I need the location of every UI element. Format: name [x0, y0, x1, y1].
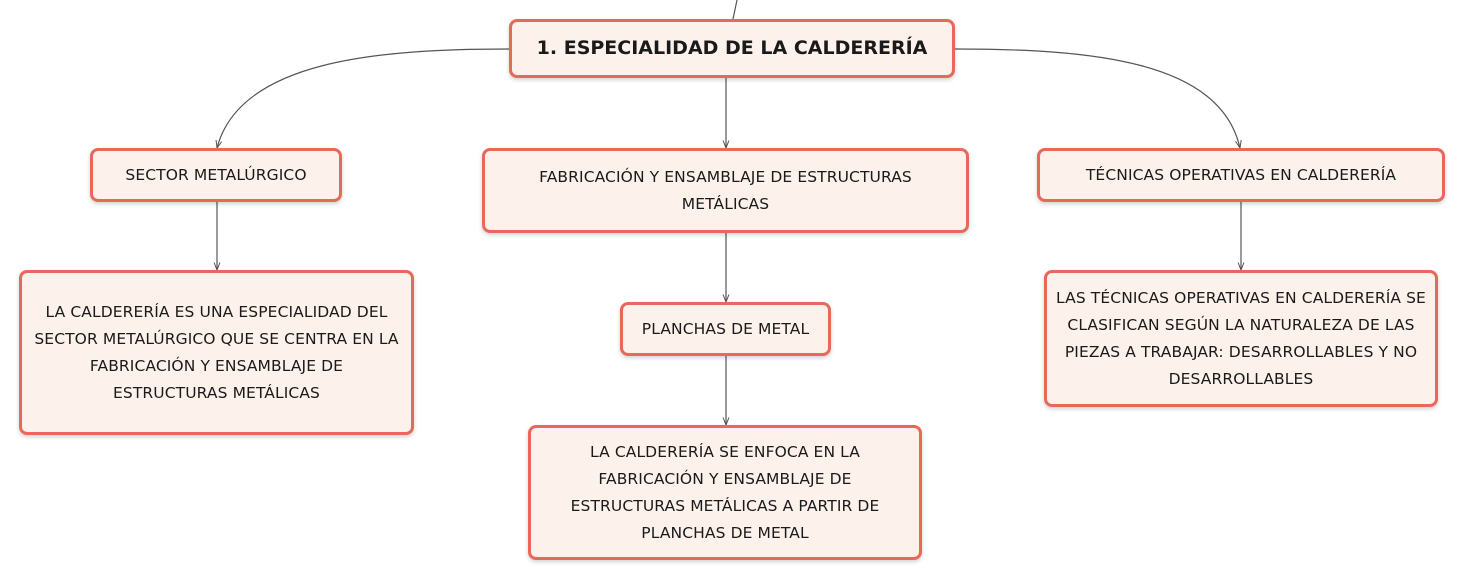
- connector-root-sector: [217, 48, 510, 148]
- description-node-planchas-de-metal[interactable]: LA CALDERERÍA SE ENFOCA EN LA FABRICACIÓ…: [528, 425, 922, 560]
- description-node-tecnicas-operativas[interactable]: LAS TÉCNICAS OPERATIVAS EN CALDERERÍA SE…: [1044, 270, 1438, 407]
- branch-node-label: SECTOR METALÚRGICO: [125, 165, 307, 184]
- root-node[interactable]: 1. ESPECIALIDAD DE LA CALDERERÍA: [509, 19, 955, 78]
- connector-root-tecnicas: [954, 48, 1240, 148]
- subtopic-node-label: PLANCHAS DE METAL: [641, 319, 810, 338]
- branch-node-label: TÉCNICAS OPERATIVAS EN CALDERERÍA: [1085, 165, 1397, 184]
- branch-node-tecnicas-operativas[interactable]: TÉCNICAS OPERATIVAS EN CALDERERÍA: [1037, 148, 1445, 202]
- connector-incoming-root: [732, 0, 738, 20]
- root-node-label: 1. ESPECIALIDAD DE LA CALDERERÍA: [536, 37, 928, 59]
- description-node-label: LA CALDERERÍA ES UNA ESPECIALIDAD DEL SE…: [34, 302, 399, 402]
- description-node-label: LAS TÉCNICAS OPERATIVAS EN CALDERERÍA SE…: [1056, 288, 1426, 388]
- branch-node-sector-metalurgico[interactable]: SECTOR METALÚRGICO: [90, 148, 342, 202]
- branch-node-label: FABRICACIÓN Y ENSAMBLAJE DE ESTRUCTURAS …: [539, 167, 912, 213]
- branch-node-fabricacion-ensamblaje[interactable]: FABRICACIÓN Y ENSAMBLAJE DE ESTRUCTURAS …: [482, 148, 969, 233]
- subtopic-node-planchas-de-metal[interactable]: PLANCHAS DE METAL: [620, 302, 831, 356]
- description-node-label: LA CALDERERÍA SE ENFOCA EN LA FABRICACIÓ…: [570, 442, 880, 542]
- description-node-sector-metalurgico[interactable]: LA CALDERERÍA ES UNA ESPECIALIDAD DEL SE…: [19, 270, 414, 435]
